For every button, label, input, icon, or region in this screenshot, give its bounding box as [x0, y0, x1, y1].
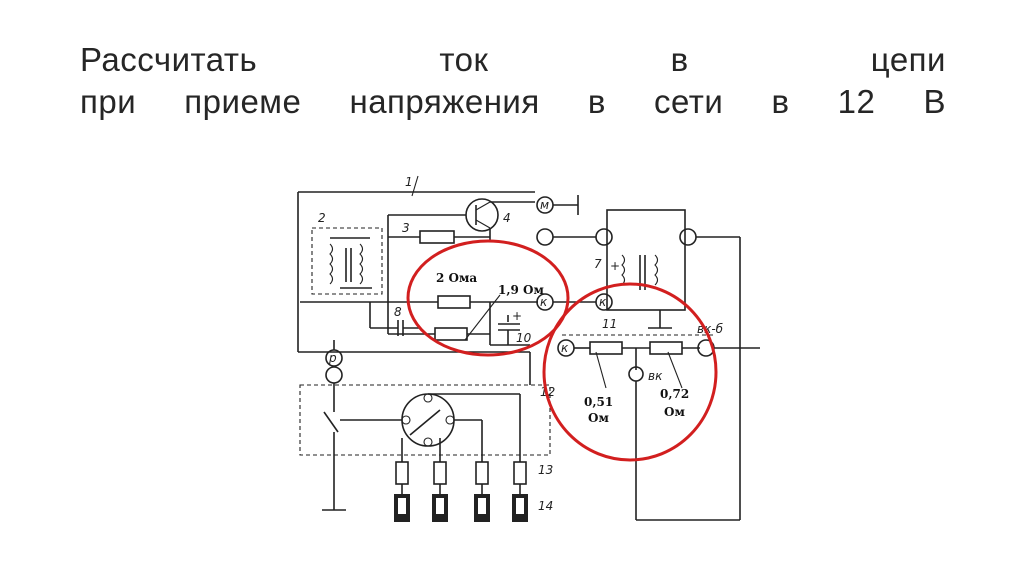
block-7-coil: 7 + к	[594, 209, 741, 520]
slide-title-line-1: Рассчитать ток в цепи	[80, 40, 946, 80]
block-11: 11 к вк-б вк 0,51 Ом 0,72 Ом	[557, 317, 760, 521]
resistor-3: 3	[387, 215, 490, 302]
label-3: 3	[402, 221, 410, 235]
terminal-k1-label: к	[540, 295, 548, 309]
title-word: ток	[439, 41, 489, 78]
title-word: приеме	[184, 83, 302, 120]
outer-frame: 1	[297, 175, 535, 380]
terminal-k2-label: к	[599, 295, 607, 309]
title-word: сети	[654, 83, 724, 120]
r4-value: 0,72	[660, 387, 689, 401]
resistor-2-ohm: 2 Ома	[300, 271, 538, 309]
r2-label: 1,9 Ом	[498, 283, 545, 297]
terminal-m-label: м	[540, 198, 549, 212]
highlight-ellipse-right	[542, 282, 718, 462]
terminal-m: м	[536, 195, 596, 246]
transistor-4: 4	[388, 198, 535, 240]
block-2-coil: 2	[311, 211, 383, 295]
title-word: в	[771, 83, 790, 120]
terminal-k1: к	[536, 293, 596, 311]
plus-sign: +	[512, 309, 522, 323]
title-word: Рассчитать	[80, 41, 258, 78]
label-13: 13	[538, 463, 553, 477]
label-8: 8	[394, 305, 402, 319]
r3-value: 0,51	[584, 395, 613, 409]
label-1: 1	[405, 175, 413, 189]
resistor-1-9-ohm: 1,9 Ом	[387, 283, 545, 341]
terminal-r-label: р	[328, 351, 337, 365]
terminal-k3-label: к	[561, 341, 569, 355]
capacitor-8: 8	[369, 302, 420, 336]
title-word: 12	[837, 83, 876, 120]
label-2: 2	[318, 211, 326, 225]
lower-section: р 12 13 14	[299, 340, 555, 522]
r3-unit: Ом	[588, 411, 609, 425]
label-4: 4	[503, 211, 511, 225]
r4-unit: Ом	[664, 405, 685, 419]
title-word: цепи	[870, 41, 946, 78]
capacitor-10: + 10	[489, 302, 532, 346]
slide-title-line-2: при приеме напряжения в сети в 12 В	[80, 82, 946, 122]
label-14: 14	[538, 499, 553, 513]
label-11: 11	[602, 317, 617, 331]
label-10: 10	[516, 331, 532, 345]
title-word: в	[587, 83, 606, 120]
title-word: напряжения	[349, 83, 540, 120]
plus-sign: +	[610, 259, 620, 273]
title-word: В	[923, 83, 946, 120]
label-7: 7	[594, 257, 602, 271]
title-word: при	[80, 83, 137, 120]
title-word: в	[670, 41, 689, 78]
highlight-ellipse-left	[406, 239, 570, 357]
r1-label: 2 Ома	[436, 271, 477, 285]
label-vk: вк	[648, 369, 663, 383]
